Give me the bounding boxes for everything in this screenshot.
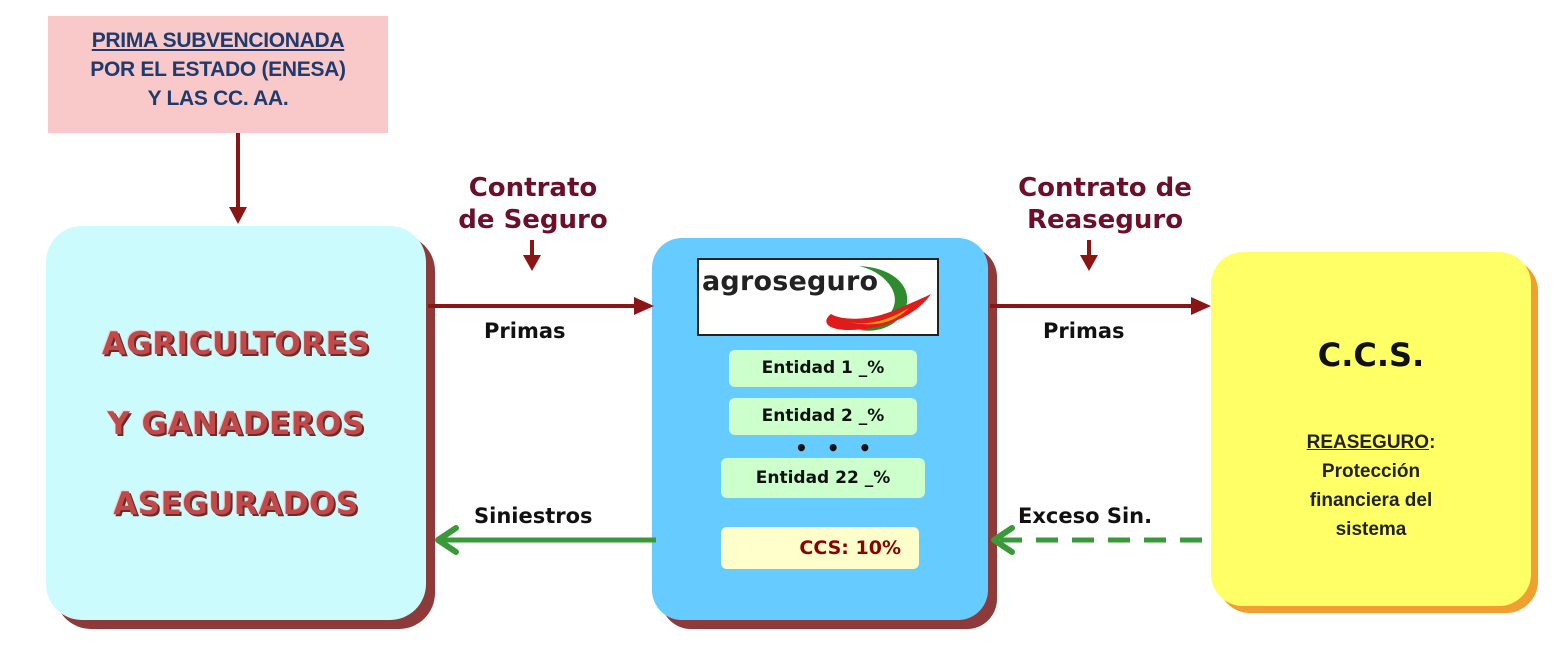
excess-claims-label: Exceso Sin. bbox=[1018, 504, 1153, 528]
entity-22-box: Entidad 22 _% bbox=[721, 458, 925, 498]
ccs-reinsurance-text: REASEGURO: Protección financiera del sis… bbox=[1211, 428, 1531, 544]
agroseguro-logo bbox=[697, 258, 939, 336]
contract-insurance-label: Contrato de Seguro bbox=[428, 172, 638, 236]
contract-insurance-line-1: Contrato bbox=[468, 173, 598, 203]
contract-insurance-line-2: de Seguro bbox=[458, 205, 608, 235]
agroseguro-logo-text: agroseguro bbox=[702, 266, 879, 297]
ccs-reinsurance-heading: REASEGURO: bbox=[1211, 428, 1531, 457]
subsidy-box: PRIMA SUBVENCIONADA POR EL ESTADO (ENESA… bbox=[48, 16, 388, 133]
premiums-left-label: Primas bbox=[484, 319, 566, 343]
farmers-box bbox=[46, 226, 426, 620]
farmers-line-3: ASEGURADOS bbox=[113, 486, 359, 522]
ccs-desc-line-2: financiera del bbox=[1309, 490, 1433, 511]
contract-reinsurance-label: Contrato de Reaseguro bbox=[990, 172, 1220, 236]
ccs-reinsurance-label: REASEGURO bbox=[1306, 432, 1430, 453]
excess-claims-arrow bbox=[991, 525, 1208, 555]
subsidy-line-3: Y LAS CC. AA. bbox=[147, 87, 289, 110]
ccs-share-box: CCS: 10% bbox=[721, 527, 919, 569]
farmers-line-2: Y GANADEROS bbox=[107, 406, 365, 442]
agroseguro-swoosh-icon bbox=[826, 266, 931, 331]
ccs-desc-line-1: Protección bbox=[1321, 461, 1421, 482]
contract-reinsurance-line-2: Reaseguro bbox=[1026, 205, 1184, 235]
entity-1-box: Entidad 1 _% bbox=[729, 350, 917, 387]
entities-ellipsis: • • • bbox=[795, 436, 878, 460]
premiums-left-arrow bbox=[428, 297, 654, 315]
premiums-right-arrow bbox=[990, 297, 1211, 315]
claims-arrow bbox=[435, 525, 656, 555]
premiums-right-label: Primas bbox=[1043, 319, 1125, 343]
entity-2-box: Entidad 2 _% bbox=[729, 398, 917, 435]
subsidy-line-2: POR EL ESTADO (ENESA) bbox=[90, 58, 346, 81]
ccs-box bbox=[1211, 252, 1531, 606]
claims-label: Siniestros bbox=[474, 504, 593, 528]
subsidy-line-1: PRIMA SUBVENCIONADA bbox=[91, 29, 345, 52]
contract-reinsurance-line-1: Contrato de bbox=[1018, 173, 1192, 203]
subsidy-arrow bbox=[229, 133, 247, 224]
ccs-title: C.C.S. bbox=[1317, 336, 1425, 374]
ccs-desc-line-3: sistema bbox=[1335, 519, 1407, 540]
contract-reinsurance-arrow bbox=[1080, 240, 1098, 271]
contract-insurance-arrow bbox=[523, 240, 541, 271]
ccs-reinsurance-colon: : bbox=[1429, 432, 1436, 453]
farmers-line-1: AGRICULTORES bbox=[101, 326, 371, 362]
